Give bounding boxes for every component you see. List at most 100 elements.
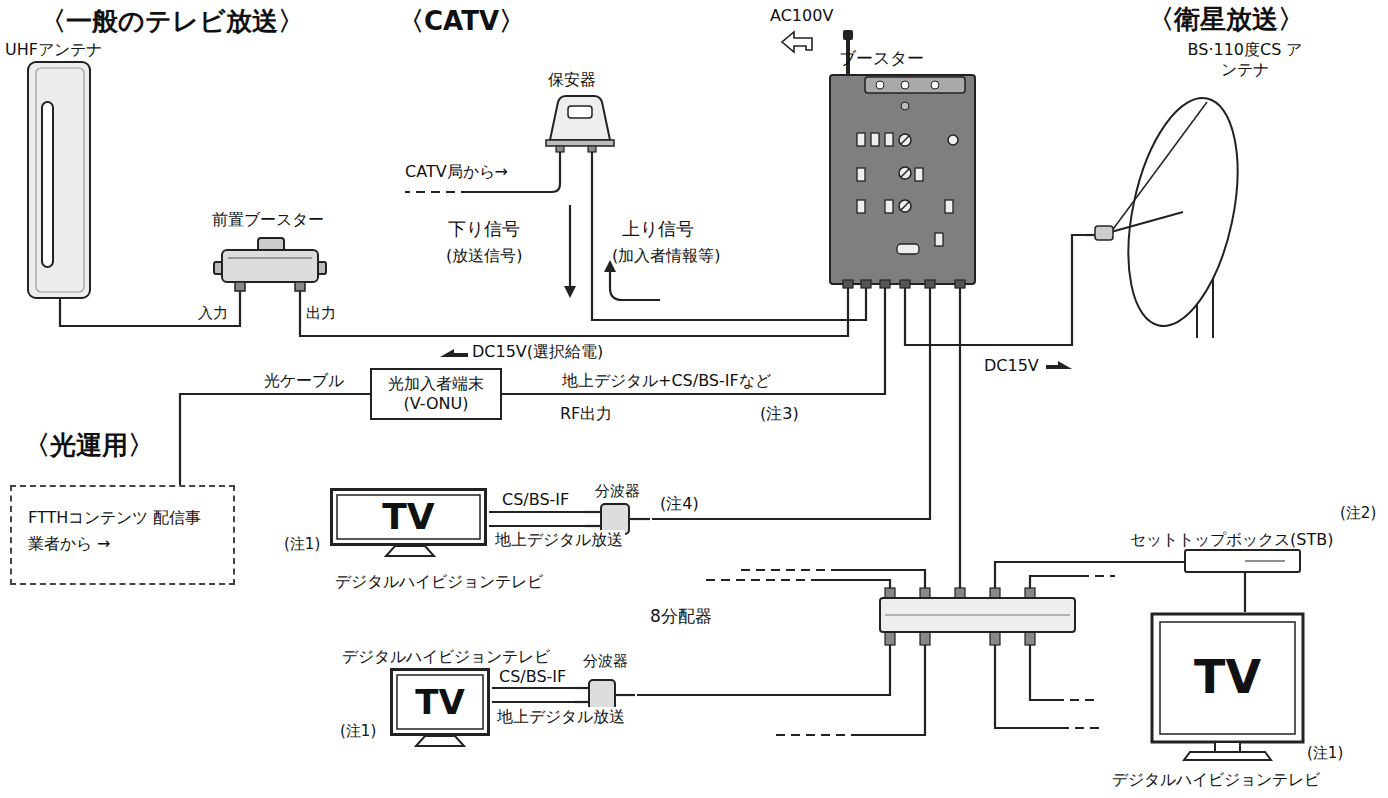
signal-label: CS/BS-IF (497, 667, 568, 686)
antenna-slot (42, 102, 53, 267)
cable-connector (492, 701, 575, 703)
cable-stub (629, 518, 650, 520)
note-label: (加入者情報等) (612, 246, 720, 265)
catv-cable-dashed (405, 191, 470, 193)
switch (885, 200, 893, 213)
cable-stub (1085, 234, 1095, 236)
stub-line-dashed (740, 569, 840, 571)
diplexer-label: 分波器 (585, 482, 650, 501)
dc-power-arrow (440, 349, 468, 357)
screw (901, 102, 909, 110)
splitter-port (1025, 632, 1035, 645)
cable-connector (995, 562, 1125, 588)
tv-set: TV (1150, 612, 1307, 762)
eight-way-splitter-label: 8分配器 (650, 606, 712, 627)
f-connector (235, 282, 245, 291)
note-label: 上り信号 (622, 218, 694, 240)
switch (935, 233, 943, 246)
switch (915, 168, 923, 181)
splitter-port (920, 588, 930, 598)
cable-stub (585, 525, 601, 527)
splitter-port (885, 588, 895, 598)
stub-line (860, 645, 925, 735)
note-label: (注1) (340, 722, 376, 740)
cable-connector (592, 160, 866, 320)
indicator (948, 135, 958, 145)
set-top-box-label: セットトップボックス(STB) (1130, 530, 1333, 550)
note-label: 入力 (198, 304, 228, 322)
section-heading: 〈CATV〉 (398, 6, 525, 37)
mount-hole (901, 81, 909, 89)
wire-group (405, 38, 1115, 735)
note-label: (放送信号) (446, 246, 522, 265)
f-connector (955, 280, 965, 288)
note-label: CATV局から→ (405, 162, 508, 181)
surge-protector-label: 保安器 (548, 70, 596, 90)
f-connector (588, 146, 596, 152)
note-label: (注3) (760, 404, 799, 423)
cable-stub (959, 288, 961, 290)
cable-stub (559, 152, 561, 160)
cable-connector (492, 687, 575, 689)
cable-stub (299, 291, 301, 300)
note-label: デジタルハイビジョンテレビ (1112, 770, 1320, 789)
splitter-port (990, 588, 1000, 598)
f-connector (925, 280, 935, 288)
ac-arrow (782, 32, 812, 52)
cable-connector (489, 511, 585, 513)
cable-connector (637, 645, 890, 695)
tv-stand (416, 736, 464, 746)
body-ridge (885, 615, 1070, 616)
tv-set-label: TV (1150, 612, 1305, 742)
switch (885, 133, 893, 146)
stb-slot (1245, 560, 1285, 561)
cable-connector (489, 525, 585, 527)
switch (871, 133, 879, 146)
cable-stub (847, 288, 849, 290)
splitter-port (885, 632, 895, 645)
stub-line (1030, 645, 1055, 700)
arrow-head (564, 286, 576, 298)
uhf-antenna-label: UHFアンテナ (5, 40, 102, 60)
cable-stub (929, 288, 931, 290)
mount-hole (931, 81, 939, 89)
antenna-panel-edge (36, 68, 84, 292)
note-label: 下り信号 (448, 218, 520, 240)
tv-stand (386, 546, 434, 556)
dc-power-arrow (1046, 361, 1072, 369)
cable-connector (1244, 577, 1246, 612)
cable-stub (865, 288, 867, 290)
cable-stub (591, 152, 593, 160)
cable-connector (959, 290, 961, 588)
cable-stub (904, 288, 906, 290)
tv-stand (1184, 752, 1271, 760)
cable-stub (585, 511, 601, 513)
gain-dial (899, 134, 911, 146)
device-illustration (825, 48, 980, 290)
stb-body (1185, 550, 1300, 572)
splitter-port (955, 588, 965, 598)
cable-stub (239, 291, 241, 300)
mount-hole (876, 81, 884, 89)
booster-case (830, 75, 975, 284)
dial-slot (901, 202, 909, 210)
protector-body (550, 96, 610, 140)
eight-way-splitter: 8分配器 (645, 588, 1085, 645)
f-connector (900, 280, 910, 288)
mount-bracket (865, 77, 965, 93)
note-label: DC15V(選択給電) (472, 342, 603, 361)
f-connector (295, 282, 305, 291)
f-connector (861, 280, 871, 288)
main-booster-label: ブースター (839, 48, 924, 69)
cable-stub (575, 687, 589, 689)
switch (857, 200, 865, 213)
set-top-box: セットトップボックス(STB) (1125, 530, 1336, 577)
pre-booster-label: 前置ブースター (212, 210, 324, 230)
stub-line-dashed (1060, 727, 1105, 729)
surge-protector: 保安器 (540, 70, 620, 160)
satellite-dish: BS·110度CS アンテナ (1085, 40, 1315, 338)
gain-dial (899, 200, 911, 212)
cable-stub (59, 298, 61, 302)
